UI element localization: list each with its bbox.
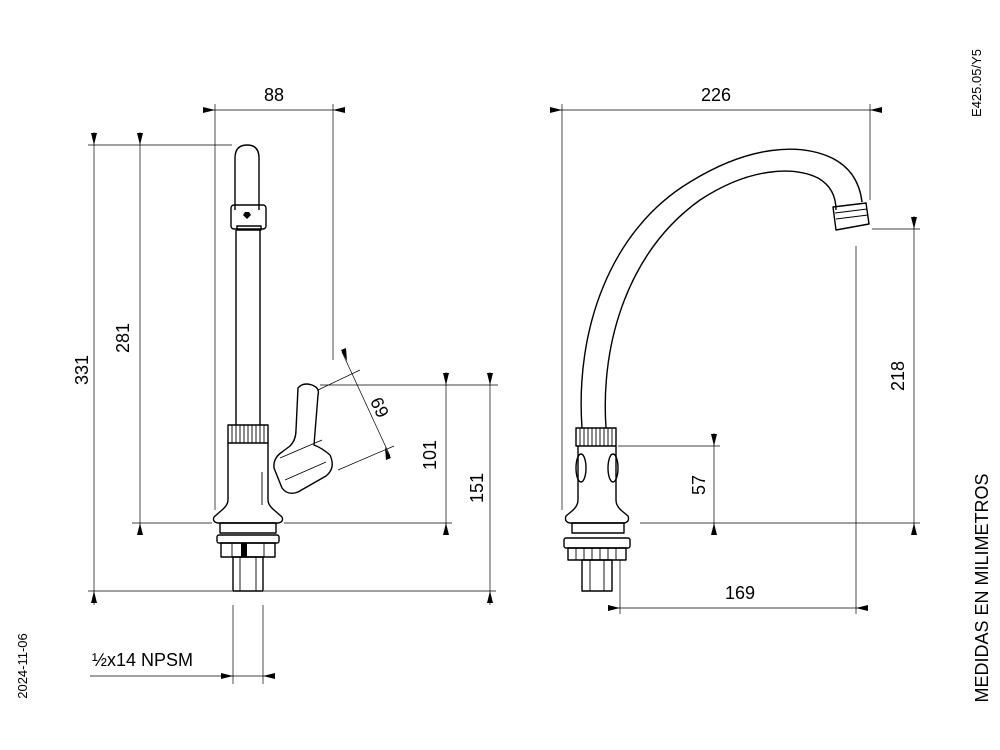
dim-88: 88	[264, 85, 284, 105]
dim-57: 57	[689, 475, 709, 495]
units-note: MEDIDAS EN MILIMETROS	[972, 473, 992, 702]
thread-spec-label: ½x14 NPSM	[92, 650, 193, 670]
side-dimension-lines	[550, 104, 920, 614]
dim-169: 169	[725, 583, 755, 603]
dim-331: 331	[72, 355, 92, 385]
dim-218: 218	[888, 361, 908, 391]
front-dimension-lines	[88, 104, 498, 684]
dim-101: 101	[420, 440, 440, 470]
dim-69: 69	[366, 394, 393, 421]
dim-226: 226	[701, 85, 731, 105]
drawing-code: E425.05/Y5	[969, 49, 984, 117]
dim-151: 151	[467, 473, 487, 503]
drawing-date: 2024-11-06	[15, 633, 30, 699]
dim-281: 281	[113, 323, 133, 353]
side-view-faucet	[563, 148, 870, 592]
front-view-faucet	[212, 144, 333, 592]
